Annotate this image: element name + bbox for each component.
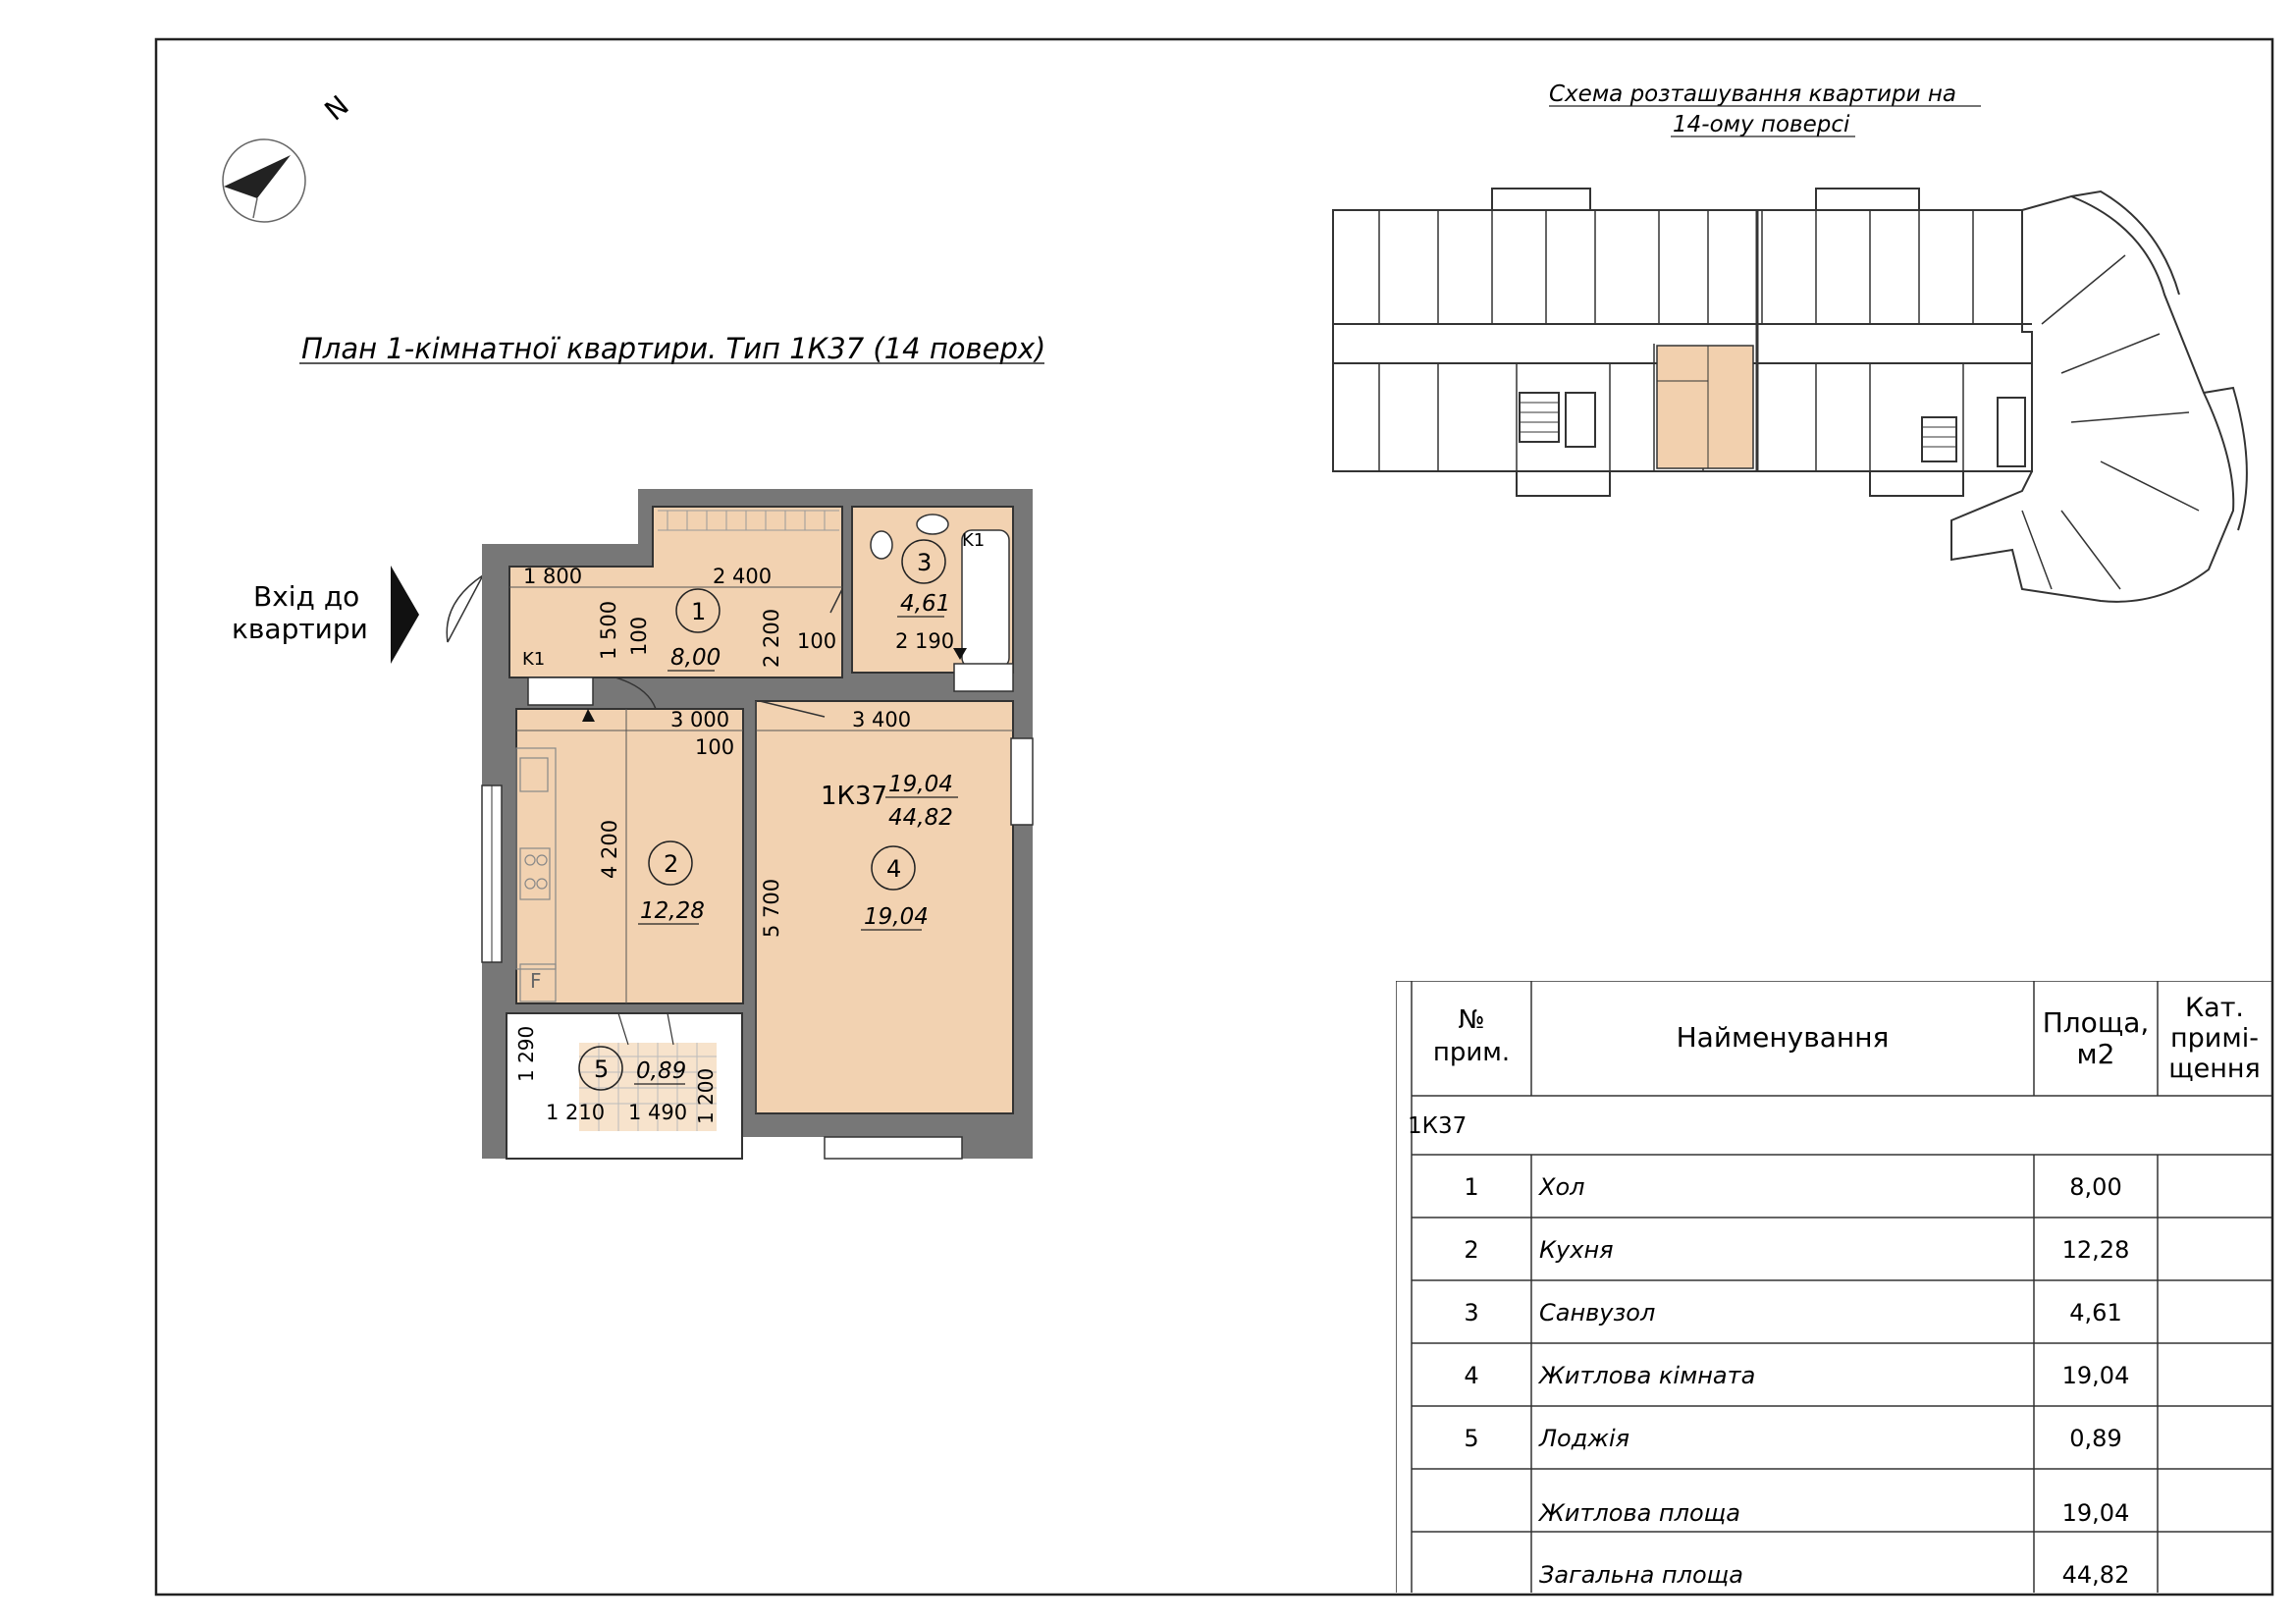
header-category-line1: Кат.	[2185, 993, 2244, 1023]
window-living-bottom	[824, 1136, 963, 1160]
row-2-name: Кухня	[1539, 1236, 1614, 1264]
apartment-plan	[481, 489, 1034, 1160]
door-kitchen-icon	[614, 677, 657, 710]
entrance-door-icon	[446, 574, 484, 643]
radiator-bath	[953, 663, 1014, 692]
row-5-name: Лоджія	[1538, 1425, 1629, 1452]
room-schedule-table: № прим. Найменування Площа, м2 Кат. прим…	[1396, 981, 2271, 1593]
dim-1800: 1 800	[523, 565, 582, 588]
room-4-number: 4	[886, 855, 901, 883]
header-name: Найменування	[1677, 1021, 1890, 1054]
stove-icon	[519, 847, 551, 900]
entrance-label-line2: квартири	[232, 613, 368, 645]
room-5-area: 0,89	[636, 1058, 686, 1084]
summary-total-area: 44,82	[2062, 1561, 2130, 1589]
header-num-line2: прим.	[1433, 1038, 1510, 1067]
dim-3400: 3 400	[852, 708, 911, 731]
apartment-living-area: 19,04	[888, 772, 953, 797]
room-2-kitchen	[516, 709, 743, 1003]
dim-100-b: 100	[797, 629, 836, 653]
riser-marker-bath-icon	[953, 648, 967, 660]
north-label: N	[318, 89, 354, 128]
dim-100-a: 100	[627, 617, 651, 656]
highlighted-apartment	[1656, 345, 1754, 469]
row-5-area: 0,89	[2069, 1425, 2121, 1452]
kitchen-counter	[515, 747, 557, 970]
entrance-arrow-icon	[391, 566, 419, 664]
north-arrow-icon: N	[222, 89, 355, 223]
header-num-line1: №	[1458, 1005, 1484, 1035]
dim-5700: 5 700	[760, 879, 783, 938]
header-area-line1: Площа,	[2043, 1006, 2150, 1039]
floor-scheme-title-line2: 14-ому поверсі	[1673, 112, 1850, 137]
door-bath-icon	[829, 588, 843, 614]
row-4-name: Житлова кімната	[1537, 1362, 1755, 1389]
room-5-loggia-fill	[579, 1043, 717, 1131]
summary-living-area: 19,04	[2062, 1499, 2130, 1527]
radiator-hall	[527, 677, 594, 706]
entrance-label-line1: Вхід до	[253, 580, 359, 613]
apartment-total-area: 44,82	[888, 805, 953, 831]
kitchen-sink-icon	[519, 757, 549, 792]
dim-2400: 2 400	[713, 565, 772, 588]
row-3-name: Санвузол	[1539, 1299, 1655, 1326]
row-3-num: 3	[1464, 1299, 1478, 1326]
riser-marker-hall-icon	[582, 709, 595, 722]
dim-1490: 1 490	[628, 1101, 687, 1124]
room-5-number: 5	[594, 1056, 609, 1083]
row-2-num: 2	[1464, 1236, 1478, 1264]
room-1-hall	[509, 507, 842, 677]
fridge-label: F	[530, 969, 542, 993]
dim-2190: 2 190	[895, 629, 954, 653]
dim-1500: 1 500	[597, 601, 620, 660]
dim-1200: 1 200	[694, 1068, 718, 1124]
header-category-line2: примі-	[2170, 1023, 2259, 1054]
door-living-icon	[759, 700, 826, 718]
floor-scheme	[1332, 188, 2248, 603]
room-2-area: 12,28	[640, 898, 705, 924]
room-1-area: 8,00	[670, 645, 721, 671]
door-loggia-icon	[617, 1012, 674, 1046]
window-living-right	[1010, 737, 1034, 826]
toilet-icon	[870, 530, 893, 560]
room-3-area: 4,61	[900, 591, 950, 617]
k1-label-bath: K1	[962, 530, 985, 551]
row-3-area: 4,61	[2069, 1299, 2121, 1326]
row-1-num: 1	[1464, 1173, 1478, 1201]
header-category-line3: щення	[2168, 1054, 2261, 1084]
row-4-num: 4	[1464, 1362, 1478, 1389]
row-2-area: 12,28	[2062, 1236, 2130, 1264]
room-4-living	[756, 701, 1013, 1113]
room-2-number: 2	[664, 850, 678, 878]
dim-2200: 2 200	[760, 609, 783, 668]
apartment-code: 1К37	[821, 782, 887, 811]
room-1-number: 1	[691, 598, 706, 625]
row-5-num: 5	[1464, 1425, 1478, 1452]
floor-scheme-title-line1: Схема розташування квартири на	[1549, 81, 1956, 107]
sink-icon	[916, 514, 949, 535]
room-4-area: 19,04	[864, 904, 929, 930]
sheet-frame	[154, 37, 2274, 1597]
row-4-area: 19,04	[2062, 1362, 2130, 1389]
dim-1210: 1 210	[546, 1101, 605, 1124]
row-1-name: Хол	[1537, 1173, 1584, 1201]
dim-3000: 3 000	[670, 708, 729, 731]
room-3-number: 3	[917, 549, 932, 576]
group-label: 1К37	[1408, 1113, 1467, 1139]
dim-1290: 1 290	[514, 1026, 538, 1082]
plan-title: План 1-кімнатної квартири. Тип 1К37 (14 …	[301, 332, 1045, 365]
dim-4200: 4 200	[598, 820, 621, 879]
row-1-area: 8,00	[2069, 1173, 2121, 1201]
summary-total-name: Загальна площа	[1539, 1561, 1743, 1589]
fridge-icon	[519, 963, 557, 1002]
summary-living-name: Житлова площа	[1537, 1499, 1740, 1527]
bathtub-icon	[961, 529, 1010, 669]
k1-label-hall: K1	[522, 649, 545, 670]
header-area-line2: м2	[2077, 1038, 2115, 1070]
dim-100-c: 100	[695, 735, 734, 759]
